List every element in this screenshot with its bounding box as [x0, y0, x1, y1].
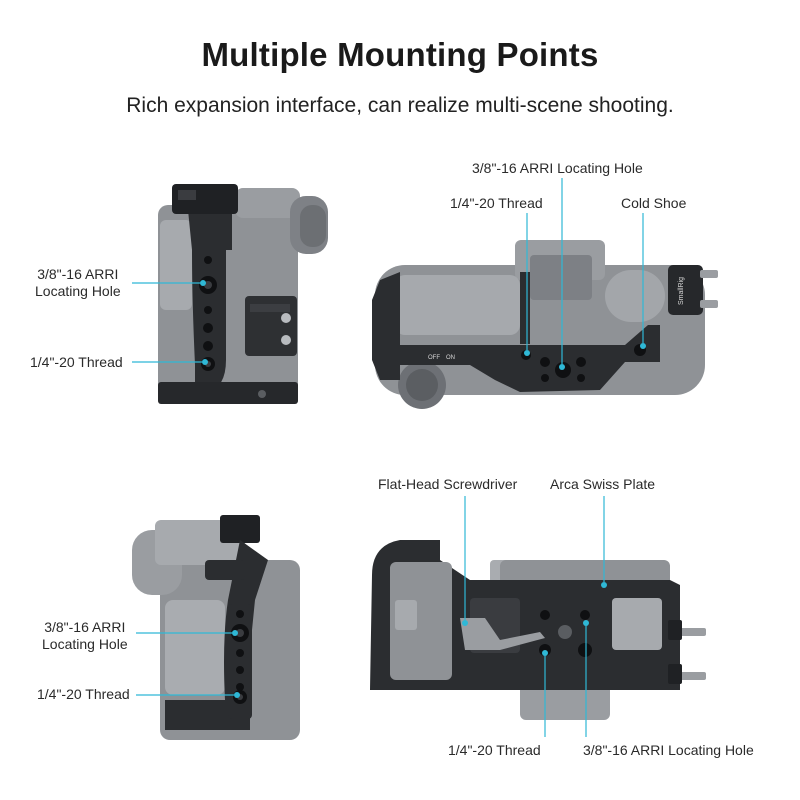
page-title: Multiple Mounting Points [201, 36, 599, 73]
bottom-right-thread-label: 1/4"-20 Thread [448, 742, 541, 758]
bottom-left-camera-view [132, 515, 300, 740]
top-right-arri-label: 3/8"-16 ARRI Locating Hole [472, 160, 643, 176]
top-right-camera-view: OFF ON SmallRig [372, 178, 718, 409]
bottom-right-camera-view [370, 496, 706, 737]
switch-on-text: ON [446, 355, 455, 361]
bottom-left-arri-label-line2: Locating Hole [42, 636, 128, 652]
top-left-arri-label-line2: Locating Hole [35, 283, 121, 299]
brand-text: SmallRig [678, 277, 685, 305]
bottom-right-arri-label: 3/8"-16 ARRI Locating Hole [583, 742, 754, 758]
page-subtitle: Rich expansion interface, can realize mu… [126, 94, 674, 117]
bottom-left-arri-label: 3/8"-16 ARRI Locating Hole [42, 619, 128, 653]
top-right-thread-label: 1/4"-20 Thread [450, 195, 543, 211]
bottom-left-thread-label: 1/4"-20 Thread [37, 686, 130, 702]
top-left-arri-label-line1: 3/8"-16 ARRI [37, 266, 119, 282]
top-left-camera-view [132, 184, 328, 404]
bottom-right-arca-label: Arca Swiss Plate [550, 476, 656, 492]
bottom-left-arri-label-line1: 3/8"-16 ARRI [44, 619, 126, 635]
switch-off-text: OFF [428, 355, 440, 361]
top-left-arri-label: 3/8"-16 ARRI Locating Hole [35, 266, 121, 300]
top-right-cold-shoe-label: Cold Shoe [621, 195, 687, 211]
bottom-right-screwdriver-label: Flat-Head Screwdriver [378, 476, 518, 492]
top-left-thread-label: 1/4"-20 Thread [30, 354, 123, 370]
